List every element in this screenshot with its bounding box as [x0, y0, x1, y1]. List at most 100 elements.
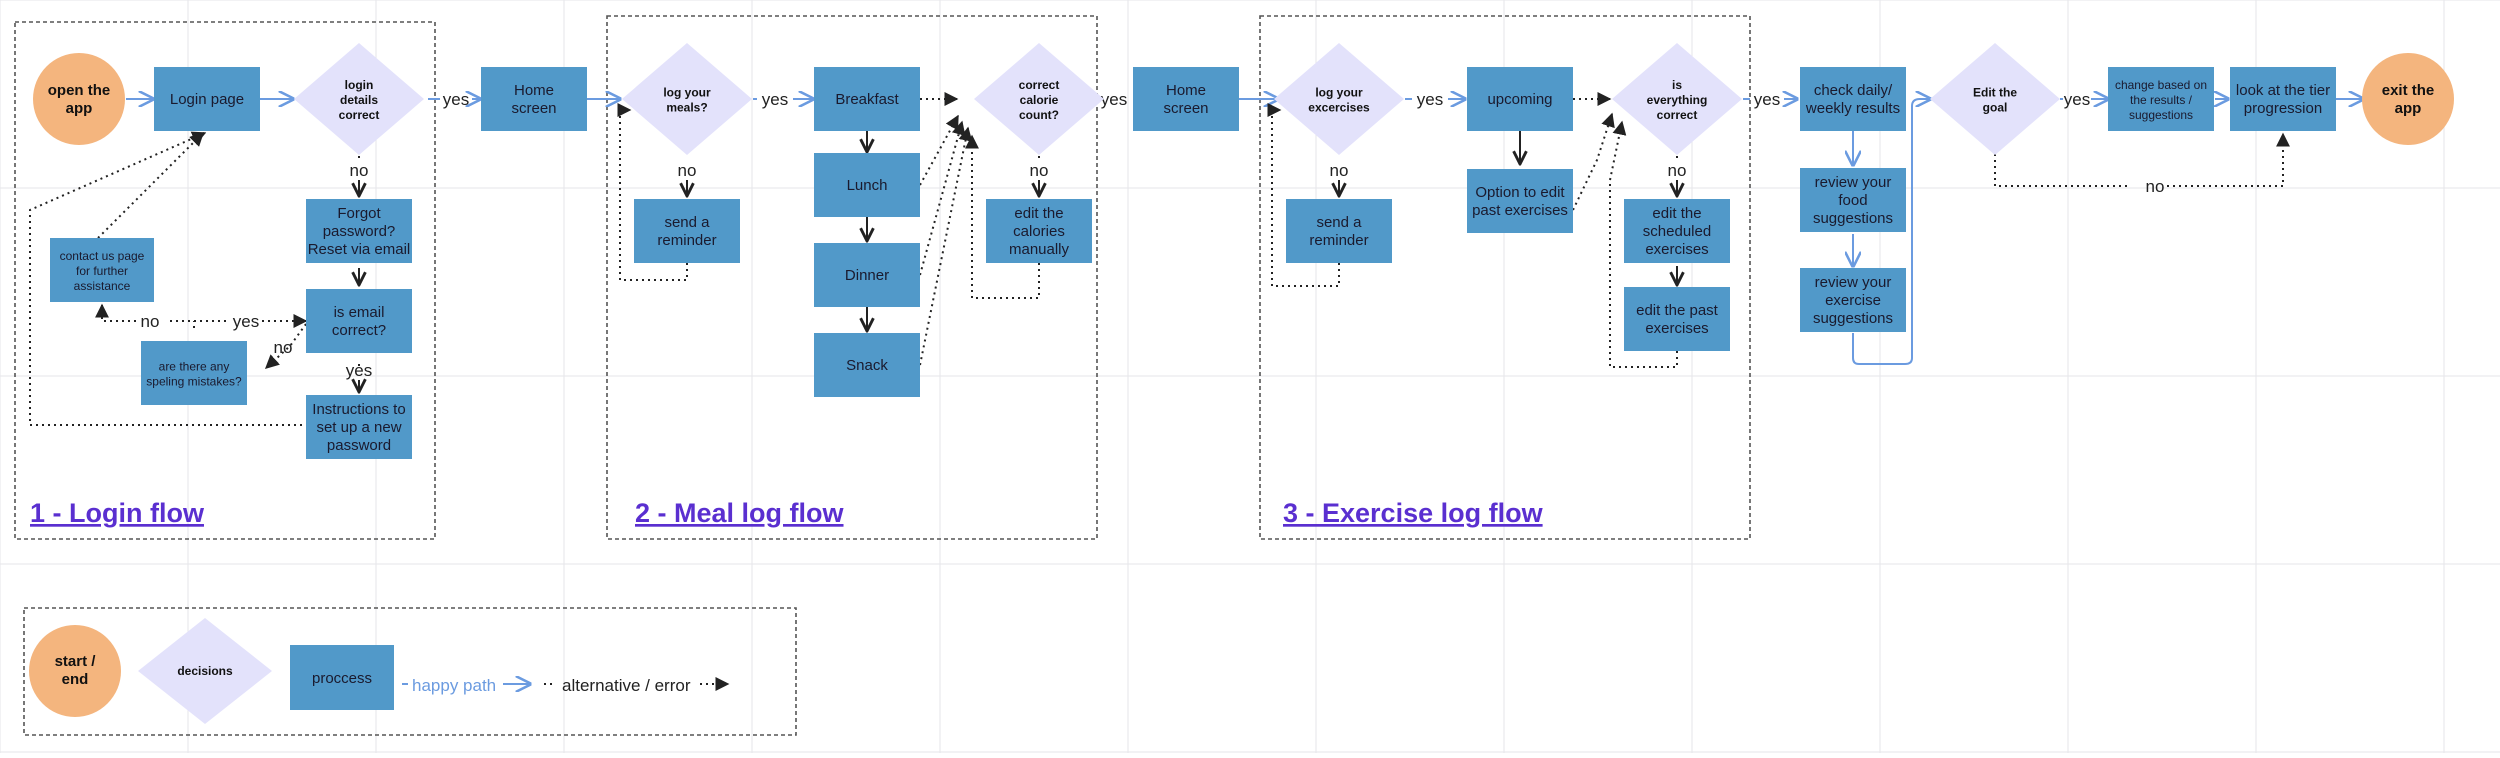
- node-edit-calories-label: calories: [1013, 223, 1065, 240]
- edge-label-no: no: [678, 161, 697, 180]
- node-tier-progression-label: progression: [2244, 100, 2322, 117]
- node-lunch-label: Lunch: [847, 177, 888, 194]
- node-login-correct-label: correct: [339, 108, 380, 122]
- edge-reminder1-to-logmeals: [617, 103, 688, 281]
- node-edit-scheduled-label: scheduled: [1643, 223, 1711, 240]
- node-food-suggestions-label: suggestions: [1813, 210, 1893, 227]
- node-spelling-label: are there any: [159, 360, 230, 374]
- edge-label-no: no: [274, 338, 293, 357]
- node-login-page: Login page: [154, 67, 260, 131]
- login-flow-frame: [14, 21, 436, 540]
- node-exercise-suggestions-label: review your: [1815, 274, 1892, 291]
- node-open-app-label: open the: [48, 82, 111, 99]
- node-calorie-count-shape: [974, 43, 1104, 155]
- edge-label-no: no: [1330, 161, 1349, 180]
- node-forgot-password-label: Reset via email: [308, 241, 411, 258]
- node-exercise-suggestions-label: exercise: [1825, 292, 1881, 309]
- edge-reminder2-to-logex: [1267, 103, 1340, 287]
- node-login-correct-shape: [294, 43, 424, 155]
- node-calorie-count-label: correct: [1019, 78, 1060, 92]
- node-forgot-password-label: password?: [323, 223, 396, 240]
- edge-goal-to-no: [1994, 142, 2130, 187]
- edge-label-yes: yes: [443, 90, 469, 109]
- node-instructions-label: Instructions to: [312, 401, 405, 418]
- node-home2-label: Home: [1166, 82, 1206, 99]
- node-dinner: Dinner: [814, 243, 920, 307]
- node-forgot-password-shape: [306, 199, 412, 263]
- node-snack: Snack: [814, 333, 920, 397]
- node-breakfast-label: Breakfast: [835, 91, 899, 108]
- node-email-correct-label: correct?: [332, 322, 386, 339]
- node-change-results-label: change based on: [2115, 78, 2207, 92]
- node-dinner-label: Dinner: [845, 267, 889, 284]
- node-check-results-label: check daily/: [1814, 82, 1893, 99]
- node-upcoming-label: upcoming: [1487, 91, 1552, 108]
- node-reminder1-label: send a: [664, 214, 710, 231]
- node-check-results: check daily/weekly results: [1800, 67, 1906, 131]
- node-log-meals-label: meals?: [666, 101, 707, 115]
- edge-suggestions-to-goal: [1852, 99, 1930, 365]
- connectors: [29, 99, 2363, 426]
- node-food-suggestions-label: review your: [1815, 174, 1892, 191]
- node-edit-scheduled-label: exercises: [1645, 241, 1708, 258]
- node-edit-past-label: exercises: [1645, 320, 1708, 337]
- login-flow-title: 1 - Login flow: [30, 498, 205, 528]
- node-reminder2-shape: [1286, 199, 1392, 263]
- edge-snack-to-calorie: [919, 126, 973, 366]
- edge-editpast-to-correct: [1609, 120, 1678, 368]
- node-instructions-shape: [306, 395, 412, 459]
- exercise-flow-frame: [1259, 15, 1751, 540]
- node-instructions-label: set up a new: [316, 419, 401, 436]
- node-contact-us-label: contact us page: [60, 249, 145, 263]
- node-log-exercises-shape: [1274, 43, 1404, 155]
- node-check-results-shape: [1800, 67, 1906, 131]
- edge-dinner-to-calorie: [919, 120, 966, 276]
- node-home2-label: screen: [1163, 100, 1208, 117]
- node-reminder2-label: reminder: [1309, 232, 1368, 249]
- node-log-meals-label: log your: [663, 86, 711, 100]
- node-instructions-label: password: [327, 437, 391, 454]
- node-spelling-shape: [141, 341, 247, 405]
- meal-flow-frame: [606, 15, 1098, 540]
- exercise-flow-title: 3 - Exercise log flow: [1283, 498, 1544, 528]
- edge-label-yes: yes: [2064, 90, 2090, 109]
- meal-flow-title: 2 - Meal log flow: [635, 498, 845, 528]
- node-open-app-shape: [33, 53, 125, 145]
- node-contact-us-label: for further: [76, 264, 128, 278]
- node-exercise-suggestions-label: suggestions: [1813, 310, 1893, 327]
- node-forgot-password-label: Forgot: [337, 205, 381, 222]
- legend-terminal-line2: end: [62, 671, 89, 688]
- edge-option-to-correct: [1572, 112, 1615, 211]
- node-reminder1-label: reminder: [657, 232, 716, 249]
- legend-frame: [23, 607, 797, 736]
- edge-label-no: no: [2146, 177, 2165, 196]
- node-snack-label: Snack: [846, 357, 888, 374]
- node-tier-progression-label: look at the tier: [2236, 82, 2330, 99]
- node-login-page-label: Login page: [170, 91, 244, 108]
- node-upcoming-shape: [1467, 67, 1573, 131]
- node-reminder2-label: send a: [1316, 214, 1362, 231]
- edge-contact-to-login: [97, 132, 204, 239]
- node-open-app-label: app: [66, 100, 93, 117]
- node-log-exercises-label: excercises: [1308, 101, 1370, 115]
- edge-label-yes: yes: [233, 312, 259, 331]
- node-tier-progression-shape: [2230, 67, 2336, 131]
- node-everything-correct-shape: [1612, 43, 1742, 155]
- node-breakfast-shape: [814, 67, 920, 131]
